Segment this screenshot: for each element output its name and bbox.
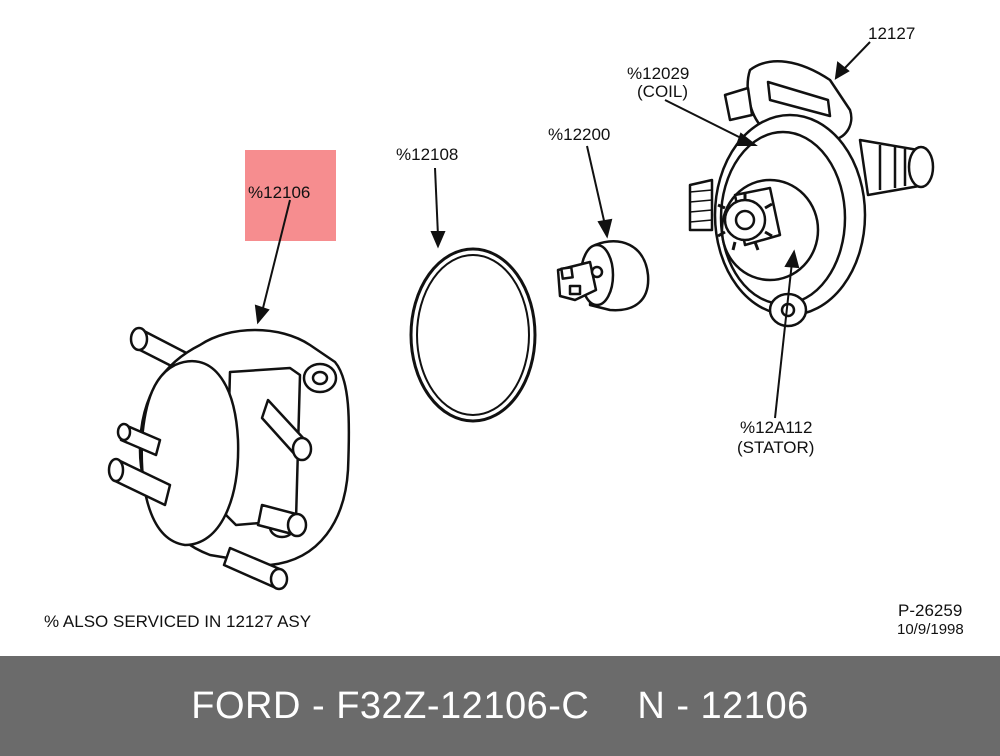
exploded-parts-diagram: %12106 %12108 %12200 %12029 (COIL) 12127… xyxy=(44,24,964,638)
distributor-cap-drawing xyxy=(107,326,351,591)
footer-bar: FORD - F32Z-12106-C N - 12106 xyxy=(0,656,1000,756)
o-ring-drawing xyxy=(409,247,537,423)
rotor-drawing xyxy=(556,240,650,312)
label-coil-name: (COIL) xyxy=(637,82,688,101)
label-housing: 12127 xyxy=(868,24,915,43)
label-rotor: %12200 xyxy=(548,125,610,144)
label-stator-name: (STATOR) xyxy=(737,438,814,457)
label-coil-number: %12029 xyxy=(627,64,689,83)
reference-number-text: N - 12106 xyxy=(637,684,809,727)
leader-lines xyxy=(254,41,871,419)
housing-drawing xyxy=(688,60,935,328)
service-note: % ALSO SERVICED IN 12127 ASY xyxy=(44,612,311,631)
plate-number: P-26259 xyxy=(898,601,962,620)
plate-date: 10/9/1998 xyxy=(897,621,964,638)
label-stator-number: %12A112 xyxy=(740,418,812,437)
highlight-box xyxy=(245,150,336,241)
part-number-text: FORD - F32Z-12106-C xyxy=(191,684,590,727)
label-cap: %12106 xyxy=(248,183,310,202)
label-o-ring: %12108 xyxy=(396,145,458,164)
